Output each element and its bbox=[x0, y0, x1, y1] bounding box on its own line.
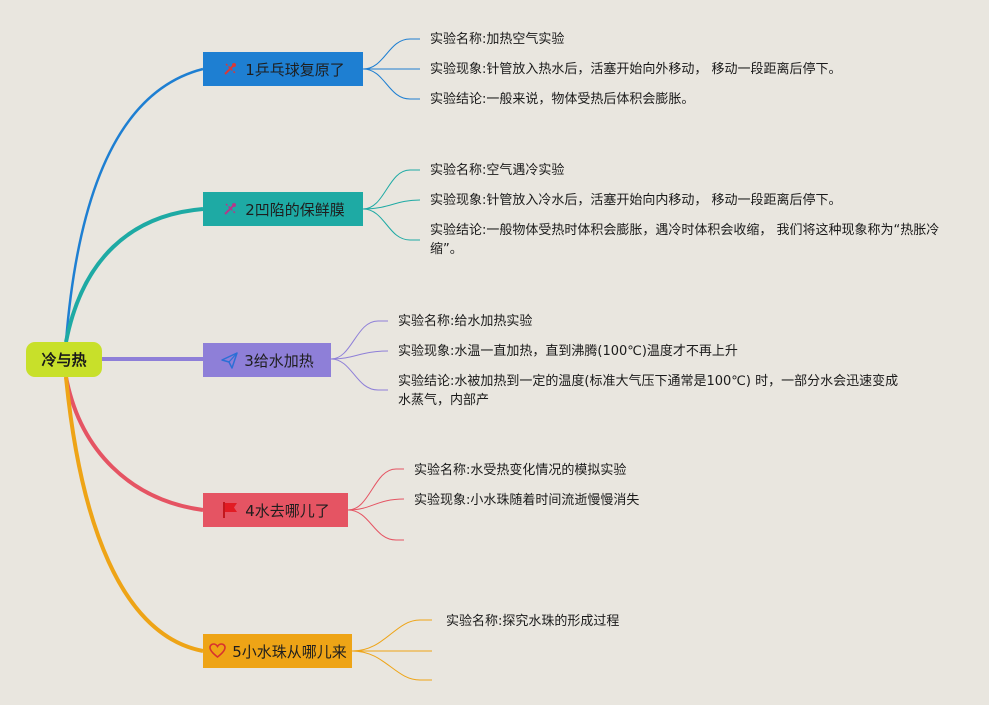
link-b3-leaf-2 bbox=[330, 350, 389, 360]
leaf-b3-2[interactable]: 实验现象:水温一直加热，直到沸腾(100℃)温度才不再上升 bbox=[398, 344, 738, 359]
branch-label: 2凹陷的保鲜膜 bbox=[245, 200, 345, 219]
link-b2-leaf-2 bbox=[362, 199, 421, 210]
branch-topic-2[interactable]: 2凹陷的保鲜膜 bbox=[203, 192, 363, 226]
link-root-branch-2 bbox=[64, 207, 204, 343]
leaf-b4-2[interactable]: 实验现象:小水珠随着时间流逝慢慢消失 bbox=[414, 493, 640, 508]
leaf-b1-3[interactable]: 实验结论:一般来说，物体受热后体积会膨胀。 bbox=[430, 92, 695, 107]
leaf-b1-1[interactable]: 实验名称:加热空气实验 bbox=[430, 32, 565, 47]
leaf-b1-2[interactable]: 实验现象:针管放入热水后，活塞开始向外移动， 移动一段距离后停下。 bbox=[430, 62, 842, 77]
branch-topic-4[interactable]: 4水去哪儿了 bbox=[203, 493, 348, 527]
leaf-b3-3[interactable]: 实验结论:水被加热到一定的温度(标准大气压下通常是100℃) 时，一部分水会迅速… bbox=[398, 374, 899, 408]
link-b4-leaf-3 bbox=[347, 509, 404, 541]
flag-icon bbox=[221, 501, 239, 519]
leaf-b2-3[interactable]: 实验结论:一般物体受热时体积会膨胀，遇冷时体积会收缩， 我们将这种现象称为“热胀… bbox=[430, 223, 940, 257]
root-topic[interactable]: 冷与热 bbox=[26, 342, 102, 377]
branch-label: 5小水珠从哪儿来 bbox=[232, 642, 347, 661]
leaf-b2-1[interactable]: 实验名称:空气遇冷实验 bbox=[430, 163, 565, 178]
link-b2-leaf-3 bbox=[362, 208, 420, 241]
branch-label: 4水去哪儿了 bbox=[245, 501, 330, 520]
tools-icon bbox=[221, 60, 239, 78]
link-b5-leaf-3 bbox=[351, 650, 432, 681]
leaf-b5-1[interactable]: 实验名称:探究水珠的形成过程 bbox=[446, 614, 620, 629]
link-b1-leaf-1 bbox=[362, 38, 420, 70]
link-b2-leaf-1 bbox=[362, 169, 420, 210]
leaf-b4-1[interactable]: 实验名称:水受热变化情况的模拟实验 bbox=[414, 463, 627, 478]
branch-topic-3[interactable]: 3给水加热 bbox=[203, 343, 331, 377]
paper-plane-icon bbox=[220, 351, 238, 369]
link-b4-leaf-2 bbox=[347, 498, 405, 511]
leaf-b2-2[interactable]: 实验现象:针管放入冷水后，活塞开始向内移动， 移动一段距离后停下。 bbox=[430, 193, 842, 208]
leaf-b3-1[interactable]: 实验名称:给水加热实验 bbox=[398, 314, 533, 329]
branch-topic-5[interactable]: 5小水珠从哪儿来 bbox=[203, 634, 352, 668]
branch-topic-1[interactable]: 1乒乓球复原了 bbox=[203, 52, 363, 86]
link-root-branch-4 bbox=[64, 376, 204, 512]
branch-label: 3给水加热 bbox=[244, 351, 314, 370]
link-b3-leaf-1 bbox=[330, 320, 388, 360]
link-b1-leaf-3 bbox=[362, 68, 420, 100]
link-b3-leaf-3 bbox=[330, 358, 388, 391]
heart-icon bbox=[208, 642, 226, 660]
link-b4-leaf-1 bbox=[347, 468, 404, 511]
link-b5-leaf-1 bbox=[351, 619, 432, 652]
link-root-branch-1 bbox=[64, 67, 204, 343]
link-root-branch-5 bbox=[64, 376, 204, 653]
tools-icon bbox=[221, 200, 239, 218]
branch-label: 1乒乓球复原了 bbox=[245, 60, 345, 79]
